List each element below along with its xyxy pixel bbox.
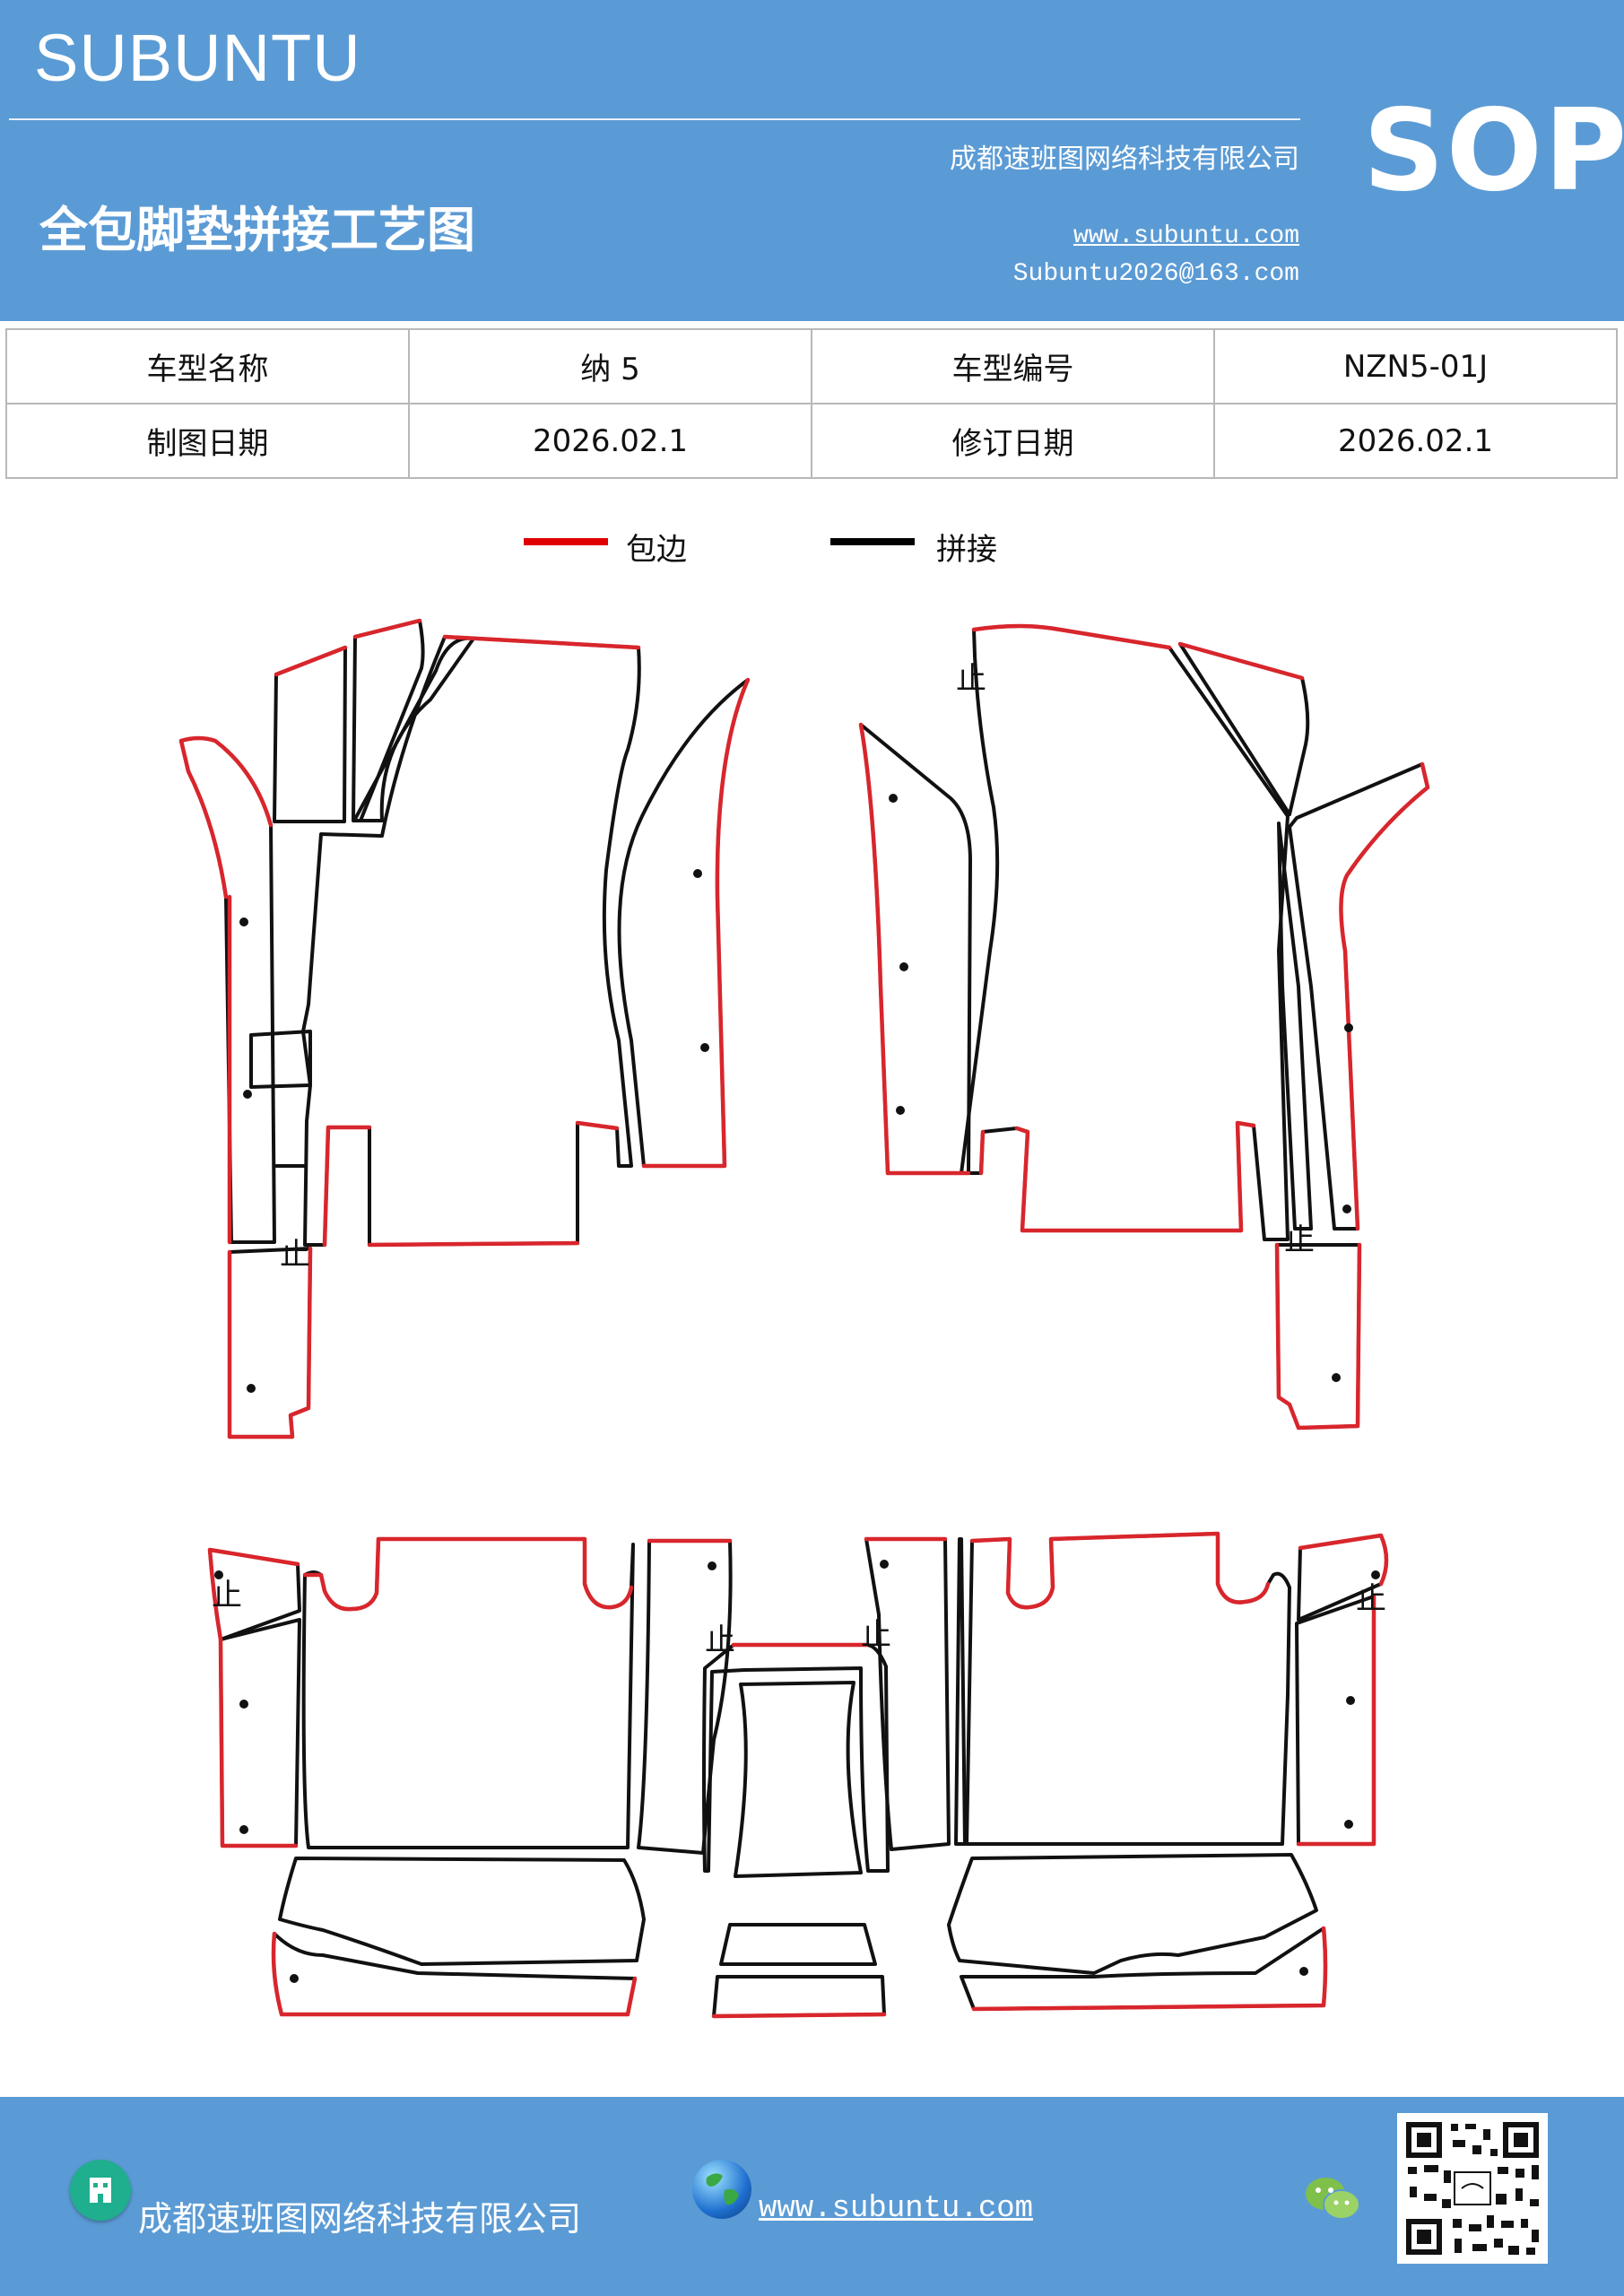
header-email: Subuntu2026@163.com — [1012, 260, 1299, 288]
rear-center-mat-group — [702, 1537, 967, 2018]
legend-edge: 包边 — [524, 525, 721, 570]
splice-swatch — [830, 538, 915, 545]
splice-label: 拼接 — [936, 532, 997, 568]
rear-left-mat-group — [208, 1537, 733, 2016]
revise-date-value: 2026.02.1 — [1213, 403, 1618, 479]
globe-icon — [692, 2160, 751, 2219]
header-company: 成都速班图网络科技有限公司 — [950, 144, 1299, 175]
header-website-link[interactable]: www.subuntu.com — [1073, 222, 1299, 250]
model-code-value: NZN5-01J — [1213, 328, 1618, 404]
edge-swatch — [524, 538, 608, 545]
model-name-value: 纳 5 — [408, 328, 812, 404]
wechat-icon — [1302, 2172, 1365, 2226]
model-code-label: 车型编号 — [811, 328, 1215, 404]
footer-company: 成都速班图网络科技有限公司 — [138, 2199, 582, 2239]
front-right-mat-group — [859, 624, 1429, 1430]
stop-mark: 止 — [705, 1622, 735, 1658]
brand-name: SUBUNTU — [34, 21, 361, 95]
model-name-label: 车型名称 — [5, 328, 410, 404]
document-title: 全包脚垫拼接工艺图 — [39, 201, 475, 258]
draw-date-value: 2026.02.1 — [408, 403, 812, 479]
stop-mark: 止 — [956, 661, 986, 697]
edge-label: 包边 — [626, 532, 687, 568]
legend-splice: 拼接 — [830, 525, 1028, 570]
stop-mark: 止 — [280, 1237, 310, 1273]
stop-mark: 止 — [1356, 1581, 1386, 1617]
table-row: 制图日期 2026.02.1 修订日期 2026.02.1 — [5, 403, 1618, 479]
stop-mark: 止 — [861, 1617, 891, 1653]
info-table: 车型名称 纳 5 车型编号 NZN5-01J 制图日期 2026.02.1 修订… — [5, 328, 1618, 479]
floor-mat-diagram: 止 止 止 止 止 止 止 — [178, 618, 1430, 2019]
header-divider — [9, 118, 1300, 120]
revise-date-label: 修订日期 — [811, 403, 1215, 479]
sop-badge: SOP — [1363, 84, 1624, 216]
front-left-mat-group — [179, 619, 750, 1439]
stop-mark: 止 — [212, 1578, 242, 1613]
positioning-dots — [214, 794, 1380, 1983]
draw-date-label: 制图日期 — [5, 403, 410, 479]
stop-mark: 止 — [1284, 1222, 1315, 1258]
building-icon — [70, 2160, 131, 2221]
header-banner: SUBUNTU 全包脚垫拼接工艺图 成都速班图网络科技有限公司 www.subu… — [0, 0, 1624, 321]
footer-banner: 成都速班图网络科技有限公司 www.subuntu.com — [0, 2097, 1624, 2296]
footer-website-link[interactable]: www.subuntu.com — [759, 2192, 1034, 2226]
qr-code — [1397, 2113, 1548, 2264]
table-row: 车型名称 纳 5 车型编号 NZN5-01J — [5, 328, 1618, 404]
